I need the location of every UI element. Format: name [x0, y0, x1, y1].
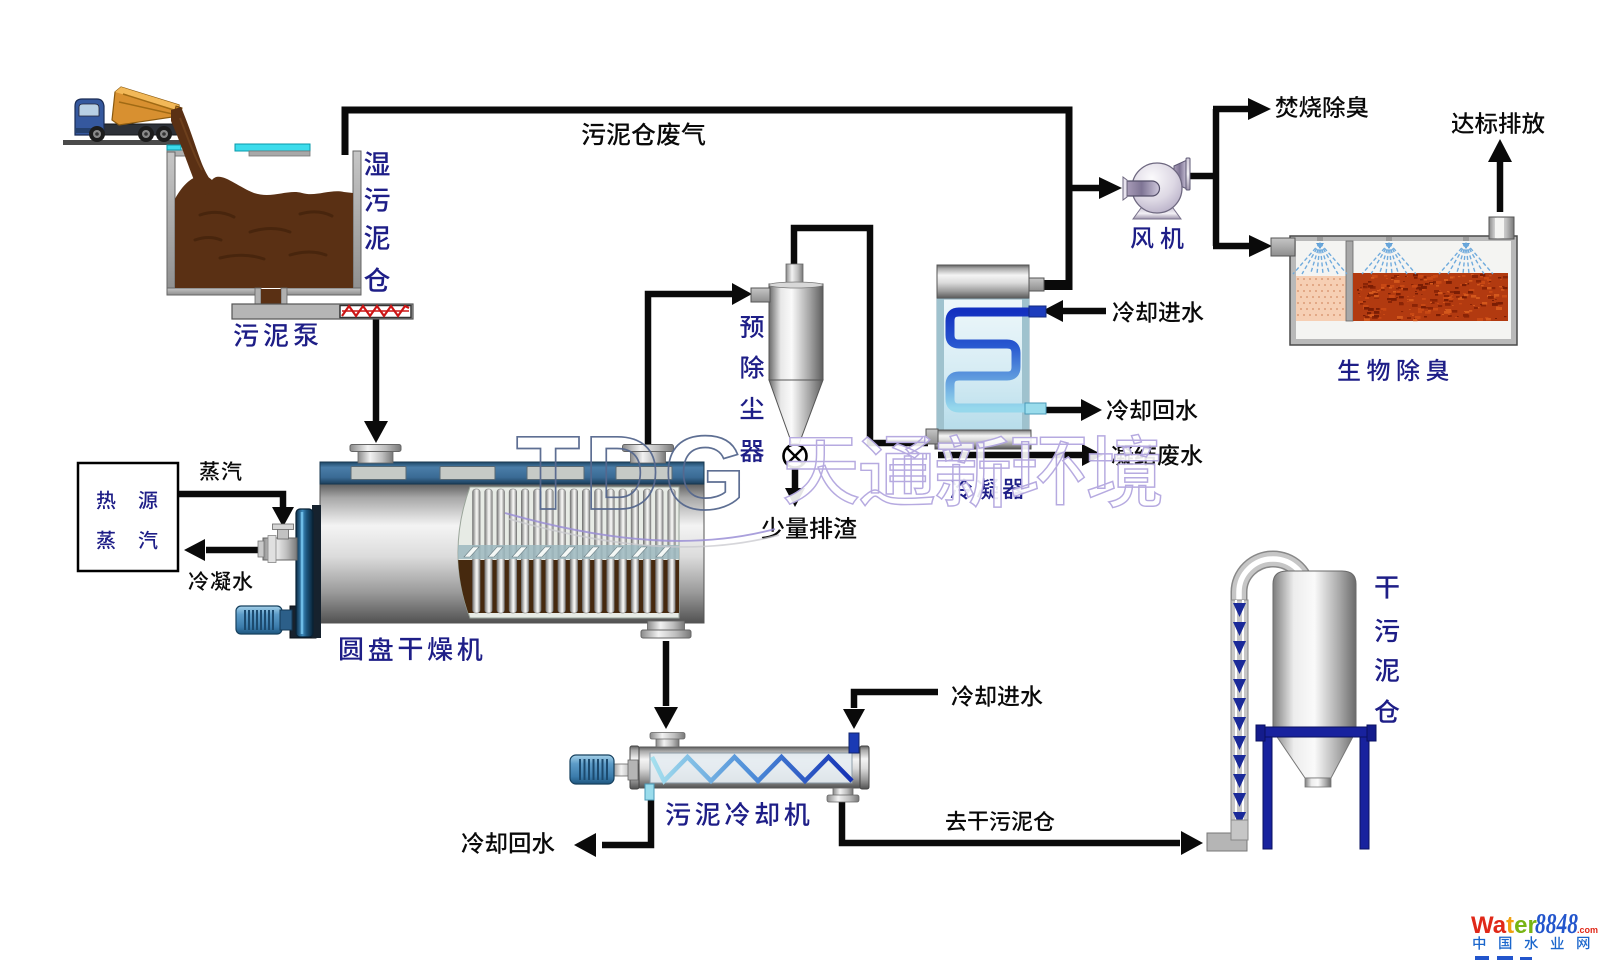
svg-text:Water: Water [1471, 912, 1537, 939]
svg-text:8848: 8848 [1535, 909, 1578, 940]
svg-text:.com: .com [1577, 925, 1598, 935]
svg-text:TDG: TDG [516, 415, 750, 532]
